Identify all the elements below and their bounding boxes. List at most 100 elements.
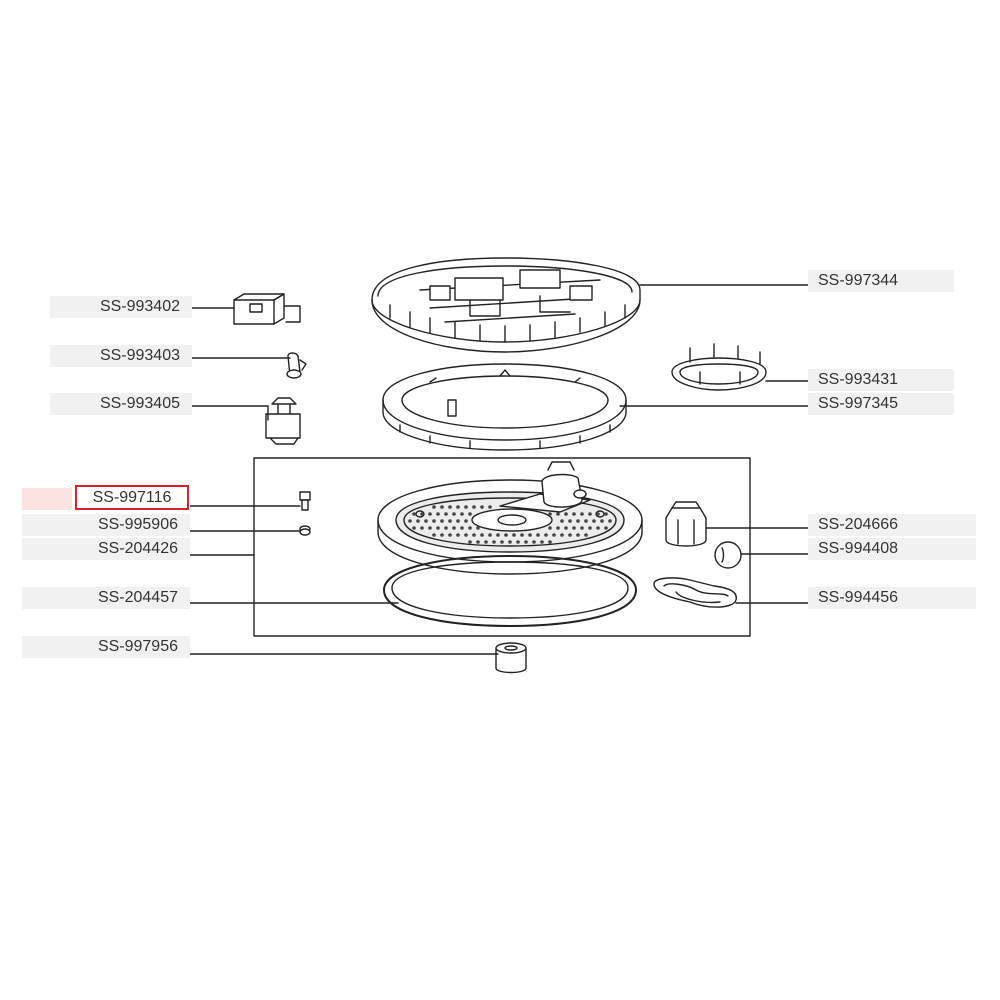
perforation-dot bbox=[420, 526, 424, 530]
perforation-dot bbox=[420, 512, 424, 516]
perforation-dot bbox=[464, 505, 468, 509]
perforation-dot bbox=[540, 540, 544, 544]
perforation-dot bbox=[548, 540, 552, 544]
perforation-dot bbox=[516, 540, 520, 544]
part-label-ss-993405[interactable]: SS-993405 bbox=[50, 393, 192, 415]
perforation-dot bbox=[604, 526, 608, 530]
washer-part bbox=[299, 525, 311, 536]
perforation-dot bbox=[544, 533, 548, 537]
part-label-ss-993402[interactable]: SS-993402 bbox=[50, 296, 192, 318]
part-label-ss-997956[interactable]: SS-997956 bbox=[22, 636, 190, 658]
part-label-ss-995906[interactable]: SS-995906 bbox=[22, 514, 190, 536]
perforation-dot bbox=[416, 519, 420, 523]
perforation-dot bbox=[576, 519, 580, 523]
perforation-dot bbox=[452, 526, 456, 530]
perforation-dot bbox=[556, 526, 560, 530]
perforation-dot bbox=[464, 519, 468, 523]
perforation-dot bbox=[548, 526, 552, 530]
perforation-dot bbox=[428, 512, 432, 516]
perforation-dot bbox=[456, 505, 460, 509]
perforation-dot bbox=[584, 533, 588, 537]
part-label-ss-994408[interactable]: SS-994408 bbox=[808, 538, 976, 560]
perforation-dot bbox=[436, 512, 440, 516]
part-label-ss-204457[interactable]: SS-204457 bbox=[22, 587, 190, 609]
connector-part bbox=[265, 397, 301, 445]
perforation-dot bbox=[472, 533, 476, 537]
perforation-dot bbox=[556, 512, 560, 516]
perforation-dot bbox=[512, 533, 516, 537]
perforation-dot bbox=[572, 526, 576, 530]
perforation-dot bbox=[476, 540, 480, 544]
perforation-dot bbox=[432, 505, 436, 509]
perforation-dot bbox=[560, 533, 564, 537]
perforation-dot bbox=[500, 540, 504, 544]
perforation-dot bbox=[528, 533, 532, 537]
assembly-frame bbox=[253, 457, 751, 637]
part-label-ss-997345[interactable]: SS-997345 bbox=[808, 393, 954, 415]
perforation-dot bbox=[444, 512, 448, 516]
perforation-dot bbox=[480, 533, 484, 537]
perforation-dot bbox=[428, 526, 432, 530]
cup-part bbox=[653, 577, 737, 608]
perforation-dot bbox=[524, 540, 528, 544]
part-label-ss-997344[interactable]: SS-997344 bbox=[808, 270, 954, 292]
perforation-dot bbox=[484, 540, 488, 544]
ball-part bbox=[714, 541, 742, 569]
screw-part bbox=[299, 491, 311, 511]
perforation-dot bbox=[448, 505, 452, 509]
perforation-dot bbox=[576, 533, 580, 537]
switch-part bbox=[233, 293, 301, 325]
perforation-dot bbox=[464, 533, 468, 537]
perforation-dot bbox=[568, 519, 572, 523]
perforation-dot bbox=[412, 526, 416, 530]
perforation-dot bbox=[580, 526, 584, 530]
small-frame-part bbox=[671, 343, 767, 391]
part-label-ss-993403[interactable]: SS-993403 bbox=[50, 345, 192, 367]
perforation-pattern bbox=[408, 505, 612, 544]
perforation-dot bbox=[468, 526, 472, 530]
perforation-dot bbox=[468, 540, 472, 544]
perforation-dot bbox=[408, 519, 412, 523]
perforation-dot bbox=[436, 526, 440, 530]
perforation-dot bbox=[608, 519, 612, 523]
perforation-dot bbox=[520, 533, 524, 537]
perforation-dot bbox=[448, 533, 452, 537]
perforation-dot bbox=[488, 533, 492, 537]
highlighted-part-box[interactable]: SS-997116 bbox=[75, 485, 189, 510]
perforation-dot bbox=[596, 512, 600, 516]
perforation-dot bbox=[572, 512, 576, 516]
leader-lines bbox=[189, 284, 809, 655]
perforation-dot bbox=[588, 526, 592, 530]
lid-ring-part bbox=[382, 363, 627, 451]
perforation-dot bbox=[432, 533, 436, 537]
perforation-dot bbox=[532, 540, 536, 544]
perforation-dot bbox=[468, 512, 472, 516]
inner-lid-plate-part bbox=[377, 461, 643, 575]
perforation-dot bbox=[456, 533, 460, 537]
perforation-dot bbox=[440, 519, 444, 523]
part-label-ss-204426[interactable]: SS-204426 bbox=[22, 538, 190, 560]
perforation-dot bbox=[536, 533, 540, 537]
ball-highlight bbox=[721, 547, 725, 563]
perforation-dot bbox=[476, 526, 480, 530]
knob-part bbox=[286, 352, 307, 379]
perforation-dot bbox=[424, 519, 428, 523]
part-label-ss-994456[interactable]: SS-994456 bbox=[808, 587, 976, 609]
perforation-dot bbox=[488, 505, 492, 509]
perforation-dot bbox=[564, 512, 568, 516]
part-label-ss-993431[interactable]: SS-993431 bbox=[808, 369, 954, 391]
perforation-dot bbox=[472, 505, 476, 509]
perforation-dot bbox=[560, 519, 564, 523]
part-label-ss-204666[interactable]: SS-204666 bbox=[808, 514, 976, 536]
perforation-dot bbox=[432, 519, 436, 523]
perforation-dot bbox=[592, 519, 596, 523]
perforation-dot bbox=[452, 512, 456, 516]
highlighted-part-label: SS-997116 bbox=[92, 489, 172, 506]
perforation-dot bbox=[548, 512, 552, 516]
perforation-dot bbox=[440, 533, 444, 537]
perforation-dot bbox=[444, 526, 448, 530]
gasket-part bbox=[383, 555, 637, 627]
perforation-dot bbox=[568, 533, 572, 537]
perforation-dot bbox=[580, 512, 584, 516]
